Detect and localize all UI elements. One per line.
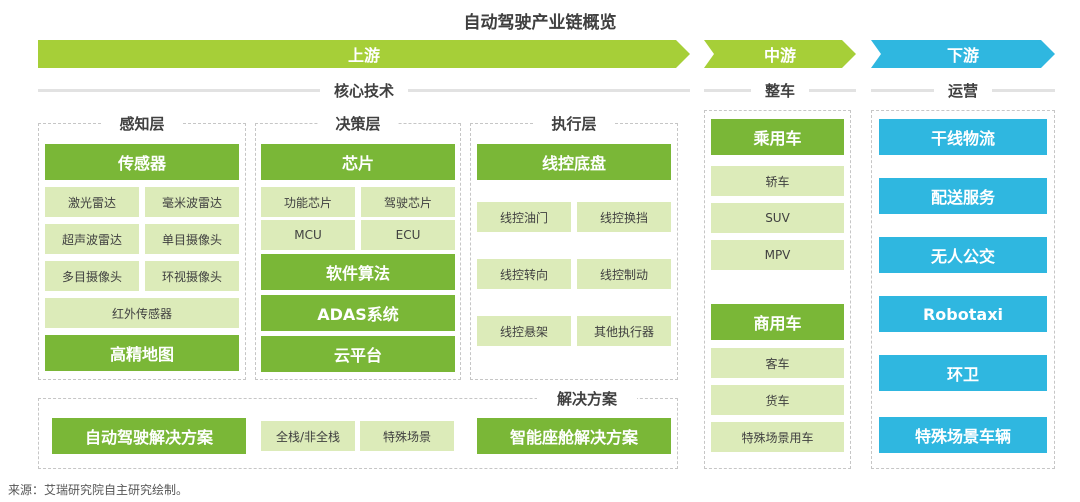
passenger-car-item: MPV xyxy=(711,240,844,270)
perception-item: 超声波雷达 xyxy=(45,224,139,254)
sensor-header: 传感器 xyxy=(45,144,239,180)
commercial-vehicle-item: 货车 xyxy=(711,385,844,415)
chip-header: 芯片 xyxy=(261,144,455,180)
operation-item: 配送服务 xyxy=(879,178,1047,214)
downstream-label: 下游 xyxy=(946,46,979,65)
vehicle-header: 整车 xyxy=(704,79,857,101)
vehicle-label: 整车 xyxy=(765,81,796,100)
operation-header: 运营 xyxy=(871,79,1056,101)
divider xyxy=(871,88,934,92)
passenger-car-item: 轿车 xyxy=(711,166,844,196)
decision-label: 决策层 xyxy=(318,113,398,134)
commercial-vehicle-item: 客车 xyxy=(711,348,844,378)
solutions-label: 解决方案 xyxy=(537,388,637,409)
vehicle-box xyxy=(704,110,851,469)
perception-item: 激光雷达 xyxy=(45,187,139,217)
perception-item: 多目摄像头 xyxy=(45,261,139,291)
cockpit-solution-block: 智能座舱解决方案 xyxy=(477,418,671,454)
perception-item: 环视摄像头 xyxy=(145,261,239,291)
execution-label: 执行层 xyxy=(534,113,614,134)
diagram-title: 自动驾驶产业链概览 xyxy=(463,13,617,33)
divider xyxy=(992,88,1056,92)
full-stack-item: 全栈/非全栈 xyxy=(261,421,355,451)
solutions-box xyxy=(38,398,678,469)
core-tech-header: 核心技术 xyxy=(38,79,691,101)
decision-item: ECU xyxy=(361,220,455,250)
operation-item: 特殊场景车辆 xyxy=(879,417,1047,453)
special-scene-item: 特殊场景 xyxy=(360,421,454,451)
decision-item: 功能芯片 xyxy=(261,187,355,217)
adas-system-block: ADAS系统 xyxy=(261,295,455,331)
operation-box xyxy=(871,110,1055,469)
execution-item: 线控制动 xyxy=(577,259,671,289)
execution-item: 线控换挡 xyxy=(577,202,671,232)
operation-item: Robotaxi xyxy=(879,296,1047,332)
divider xyxy=(38,88,320,92)
passenger-car-header: 乘用车 xyxy=(711,119,844,155)
downstream-arrow: 下游 xyxy=(871,40,1055,68)
operation-label: 运营 xyxy=(948,81,979,100)
divider xyxy=(408,88,691,92)
software-algorithm-block: 软件算法 xyxy=(261,254,455,290)
core-tech-label: 核心技术 xyxy=(334,81,395,100)
execution-item: 其他执行器 xyxy=(577,316,671,346)
upstream-label: 上游 xyxy=(347,46,380,65)
commercial-vehicle-item: 特殊场景用车 xyxy=(711,422,844,452)
commercial-vehicle-header: 商用车 xyxy=(711,304,844,340)
operation-item: 环卫 xyxy=(879,355,1047,391)
decision-item: MCU xyxy=(261,220,355,250)
divider xyxy=(704,88,751,92)
perception-item-wide: 红外传感器 xyxy=(45,298,239,328)
execution-item: 线控悬架 xyxy=(477,316,571,346)
midstream-arrow: 中游 xyxy=(704,40,856,68)
perception-item: 单目摄像头 xyxy=(145,224,239,254)
decision-item: 驾驶芯片 xyxy=(361,187,455,217)
hd-map-block: 高精地图 xyxy=(45,335,239,371)
operation-item: 干线物流 xyxy=(879,119,1047,155)
divider xyxy=(809,88,857,92)
autonomous-solution-block: 自动驾驶解决方案 xyxy=(52,418,246,454)
source-note: 来源：艾瑞研究院自主研究绘制。 xyxy=(8,483,189,497)
execution-item: 线控油门 xyxy=(477,202,571,232)
upstream-arrow: 上游 xyxy=(38,40,690,68)
perception-item: 毫米波雷达 xyxy=(145,187,239,217)
operation-item: 无人公交 xyxy=(879,237,1047,273)
execution-item: 线控转向 xyxy=(477,259,571,289)
passenger-car-item: SUV xyxy=(711,203,844,233)
midstream-label: 中游 xyxy=(763,46,796,65)
wire-chassis-header: 线控底盘 xyxy=(477,144,671,180)
perception-label: 感知层 xyxy=(102,113,182,134)
cloud-platform-block: 云平台 xyxy=(261,336,455,372)
